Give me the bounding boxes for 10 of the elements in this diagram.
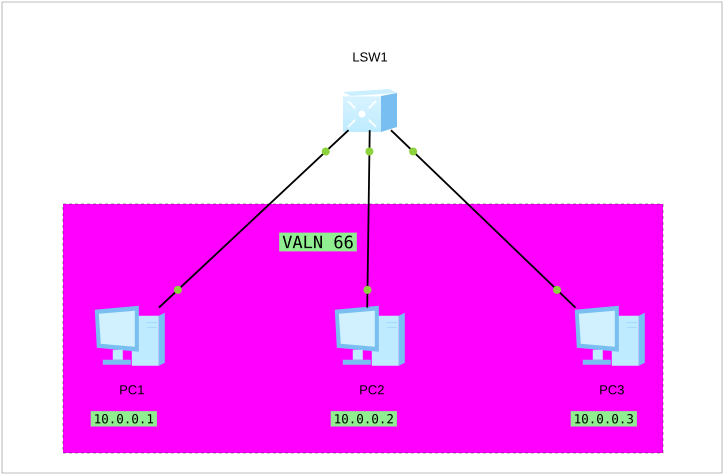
ip-address-label: 10.0.0.3 [570,411,637,427]
device-label: PC3 [600,385,624,394]
ip-address-label: 10.0.0.1 [90,411,157,427]
link-line [158,130,350,308]
link-line [363,130,374,308]
ip-address-label: 10.0.0.2 [330,411,397,427]
device-label: PC1 [120,385,144,394]
device-label: LSW1 [353,52,388,62]
device-label: PC2 [360,385,384,394]
link-line [390,130,576,308]
